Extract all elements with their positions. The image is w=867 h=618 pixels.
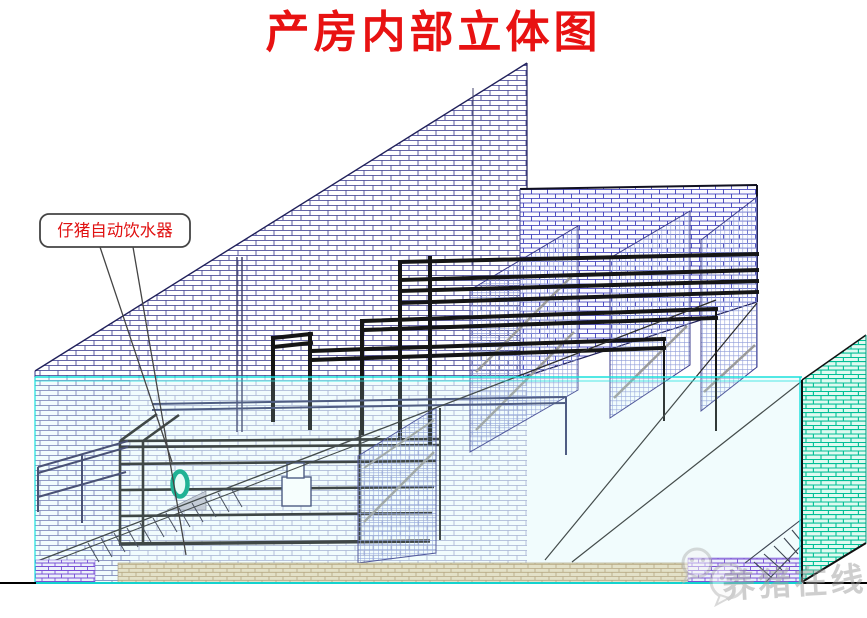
page-title: 产房内部立体图 [265,8,602,57]
callout-label: 仔猪自动饮水器 [57,221,173,240]
callout-leader-2 [132,246,187,556]
callout: 仔猪自动饮水器 [39,213,191,556]
watermark-text: 养猪在线 [722,560,867,604]
back-crate-frames [270,251,760,444]
wechat-icon [681,547,747,608]
piglet-auto-drinker [170,469,190,499]
teal-end-wall [801,334,867,583]
watermark: 养猪在线 [681,547,867,608]
left-corner-fence [37,440,129,523]
mid-fence-rails [151,396,567,455]
feed-trough [281,462,312,507]
mesh-panel-front [357,407,437,564]
translucent-panel [34,376,802,584]
callout-leader-1 [99,246,173,463]
mesh-panels-back [469,195,758,453]
callout-box [39,213,191,248]
ramp-steps-left [87,487,243,563]
ramp-steps-right [744,518,803,584]
